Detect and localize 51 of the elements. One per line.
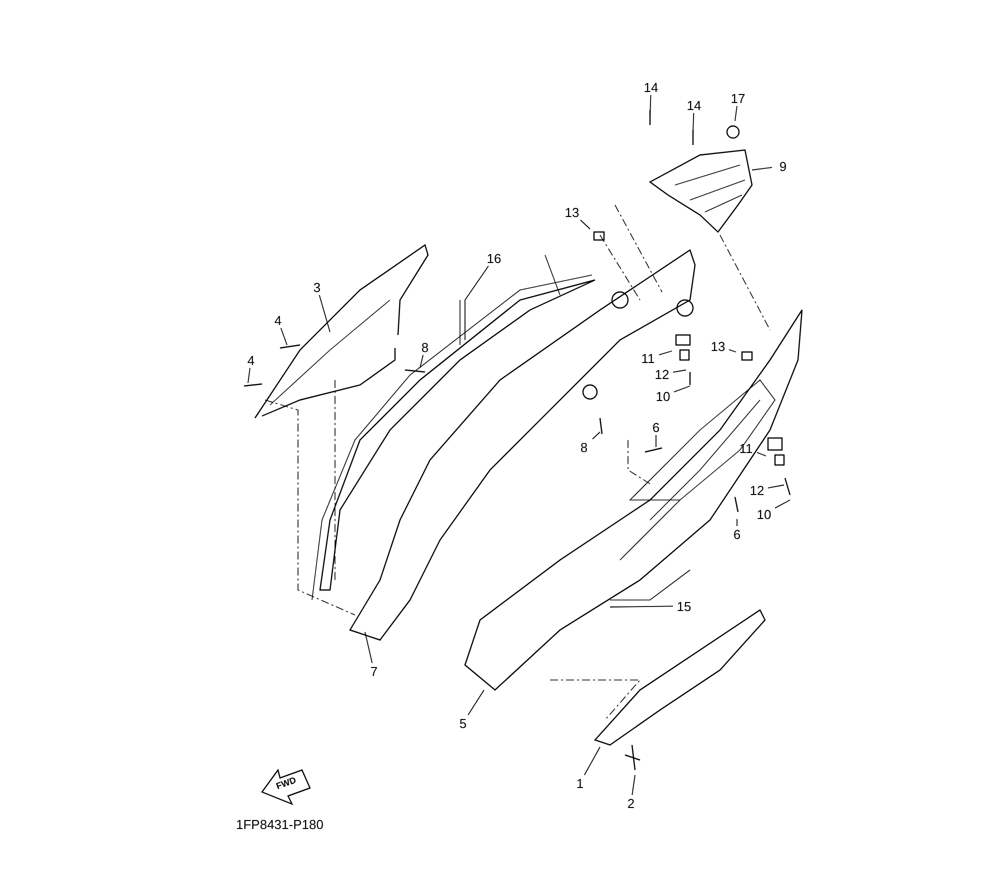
leader-line — [674, 386, 690, 392]
callout-number: 11 — [735, 440, 757, 456]
callout-number: 9 — [772, 158, 794, 174]
callout-number: 7 — [363, 663, 385, 679]
leader-line — [318, 294, 330, 332]
callout-number: 1 — [569, 775, 591, 791]
diagram-code: 1FP8431-P180 — [236, 818, 324, 831]
forward-label: FWD — [275, 776, 298, 792]
leader-line — [464, 266, 489, 340]
leader-line — [650, 94, 652, 118]
callout-number: 14 — [640, 79, 662, 95]
callout-number: 13 — [707, 338, 729, 354]
callout-number: 12 — [746, 482, 768, 498]
callout-number: 15 — [673, 598, 695, 614]
leader-line — [420, 354, 424, 368]
callout-number: 13 — [561, 204, 583, 220]
callout-number: 6 — [726, 526, 748, 542]
callout-number: 5 — [452, 715, 474, 731]
callout-number: 8 — [573, 439, 595, 455]
callout-number: 11 — [637, 350, 659, 366]
leader-line — [672, 370, 686, 373]
leader-line — [728, 349, 736, 352]
callout-number: 4 — [267, 312, 289, 328]
leader-line — [736, 518, 738, 526]
leader-line — [364, 632, 373, 664]
callout-number: 4 — [240, 352, 262, 368]
callout-number: 3 — [306, 279, 328, 295]
callout-number: 10 — [753, 506, 775, 522]
callout-number: 6 — [645, 419, 667, 435]
callout-number: 8 — [414, 339, 436, 355]
leader-line — [280, 328, 288, 346]
leader-line — [468, 690, 484, 716]
leader-line — [592, 432, 600, 440]
leader-line — [756, 452, 766, 456]
callout-number: 17 — [727, 90, 749, 106]
leader-line — [768, 484, 784, 488]
callout-number: 16 — [483, 250, 505, 266]
leader-line — [692, 112, 694, 132]
callout-number: 10 — [652, 388, 674, 404]
leader-line — [774, 500, 790, 509]
leader-line — [734, 106, 738, 122]
leader-line — [584, 746, 600, 776]
callout-number: 12 — [651, 366, 673, 382]
leader-line — [580, 220, 590, 230]
callout-number: 2 — [620, 795, 642, 811]
leader-line — [610, 606, 674, 608]
leader-line — [632, 774, 636, 796]
callout-number: 14 — [683, 97, 705, 113]
leader-line — [658, 350, 672, 356]
leader-line — [248, 368, 250, 384]
leader-line — [752, 166, 772, 170]
